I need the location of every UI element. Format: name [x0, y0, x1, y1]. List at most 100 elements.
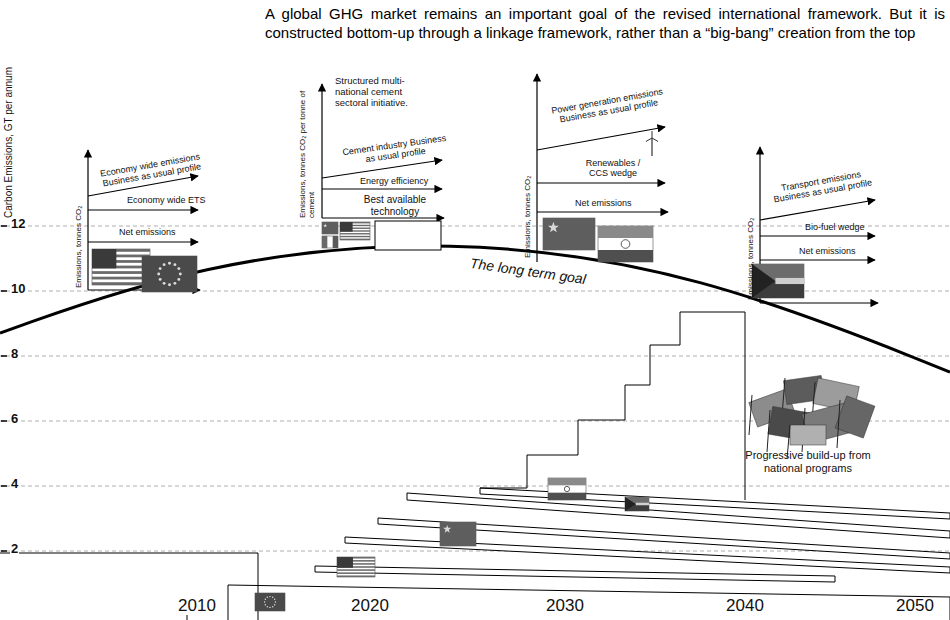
- x-axis: [537, 211, 668, 212]
- flag-za: [625, 497, 649, 511]
- flag-stripe: [92, 277, 150, 280]
- flag-band: [333, 236, 338, 248]
- flag-field: [543, 218, 595, 250]
- programme-band: [0, 553, 258, 620]
- bio-fuel-line: [760, 235, 875, 236]
- net-label: Net emissions: [118, 227, 177, 237]
- flag-stripe: [92, 271, 150, 274]
- flag-field: [625, 497, 649, 511]
- flag-field: [440, 522, 476, 546]
- flag-star: [269, 607, 270, 608]
- wedge-label: Renewables / CCS wedge: [580, 158, 646, 179]
- net-line: [760, 259, 875, 260]
- flag-cn: [440, 522, 476, 546]
- flags-cluster-picture: [749, 375, 875, 459]
- tick-mark: [1, 420, 7, 422]
- flag-band: [548, 493, 586, 500]
- flag-canton: [340, 222, 353, 232]
- bau-label: Power generation emissions Business as u…: [544, 85, 672, 127]
- flag-eu: [142, 256, 197, 292]
- wedge-label: Best available technology: [352, 194, 438, 217]
- flag-star: [173, 282, 176, 285]
- chart-title: A global GHG market remains an important…: [265, 4, 945, 42]
- flag-star: [274, 604, 275, 605]
- axis-title: Carbon Emissions, GT per annum: [3, 3, 15, 218]
- year-label: 2030: [535, 596, 595, 616]
- x-axis: [322, 217, 444, 218]
- flag-in: [598, 226, 653, 262]
- bau-label: Economy wide emissions Business as usual…: [89, 150, 213, 192]
- flag-field: [543, 218, 595, 250]
- y-axis: [87, 150, 88, 290]
- flag-star: [177, 267, 180, 270]
- flag-star: [168, 262, 171, 265]
- build-up-staircase: [480, 312, 745, 500]
- flag-mx: [322, 236, 338, 248]
- grid-line: [0, 486, 950, 487]
- flag-field: [440, 522, 476, 546]
- flag-pall: [636, 503, 649, 506]
- bau-line: [537, 127, 665, 150]
- flag-star: [274, 599, 275, 600]
- flag-field: [322, 236, 338, 248]
- flag-field: [322, 222, 338, 234]
- flag-star: [168, 283, 171, 286]
- wedge-label: Energy efficiency: [360, 176, 444, 186]
- tick-mark: [1, 355, 7, 357]
- year-label: 2040: [715, 596, 775, 616]
- inset-axis-label: Emissions, tonnes CO₂ per tonne of cemen…: [298, 86, 316, 218]
- ets-line: [88, 209, 198, 210]
- flag-za: [752, 264, 804, 298]
- wind-turbine-icon: [646, 131, 658, 156]
- flag-stripe: [92, 282, 150, 285]
- flag-star: [267, 606, 268, 607]
- flag-field: [337, 557, 375, 577]
- flag-band: [548, 478, 586, 485]
- y-axis: [321, 84, 322, 218]
- net-line: [88, 241, 198, 242]
- flag-stripe: [340, 233, 370, 234]
- flag-pole: [767, 410, 770, 452]
- flag-canton: [92, 249, 116, 268]
- flag-stripe: [337, 569, 375, 571]
- flag-us: [337, 557, 375, 577]
- programme-band: [315, 566, 835, 582]
- flag-star: [159, 267, 162, 270]
- grid-line: [0, 356, 950, 357]
- flag-stripe: [337, 575, 375, 577]
- turbine-blade: [646, 138, 652, 142]
- flag-field: [322, 222, 338, 234]
- tick-label: 6: [10, 412, 19, 427]
- flag-field: [340, 222, 370, 240]
- inset-axis-label: Emissions, tonnes CO₂: [74, 158, 83, 288]
- flag-pole: [749, 395, 752, 435]
- flag-shape: [835, 396, 875, 438]
- flag-star: [323, 223, 327, 227]
- flag-star: [163, 282, 166, 285]
- flag-field: [142, 256, 197, 292]
- picture-caption: Progressive build-up from national progr…: [728, 449, 888, 474]
- flag-field: [752, 264, 804, 298]
- flag-stripe: [340, 236, 370, 237]
- flag-wheel: [621, 240, 630, 249]
- year-label: 2050: [885, 596, 945, 616]
- flag-star: [548, 222, 559, 232]
- tick-label: 2: [10, 542, 19, 557]
- flag-star: [272, 597, 273, 598]
- flag-eu: [255, 593, 285, 611]
- flag-star: [265, 604, 266, 605]
- flag-star: [163, 263, 166, 266]
- flag-shape: [790, 425, 826, 445]
- flag-star: [269, 596, 270, 597]
- tick-label: 12: [10, 217, 26, 232]
- flag-pole: [837, 400, 840, 448]
- flag-field: [598, 226, 653, 262]
- flag-us: [340, 222, 370, 240]
- turbine-tower: [651, 138, 652, 156]
- net-label: Net emissions: [575, 198, 645, 208]
- flag-cn: [543, 218, 595, 250]
- tick-label: 10: [10, 282, 26, 297]
- flag-band: [322, 236, 327, 248]
- flag-band: [598, 250, 653, 262]
- flag-cn: [322, 222, 338, 234]
